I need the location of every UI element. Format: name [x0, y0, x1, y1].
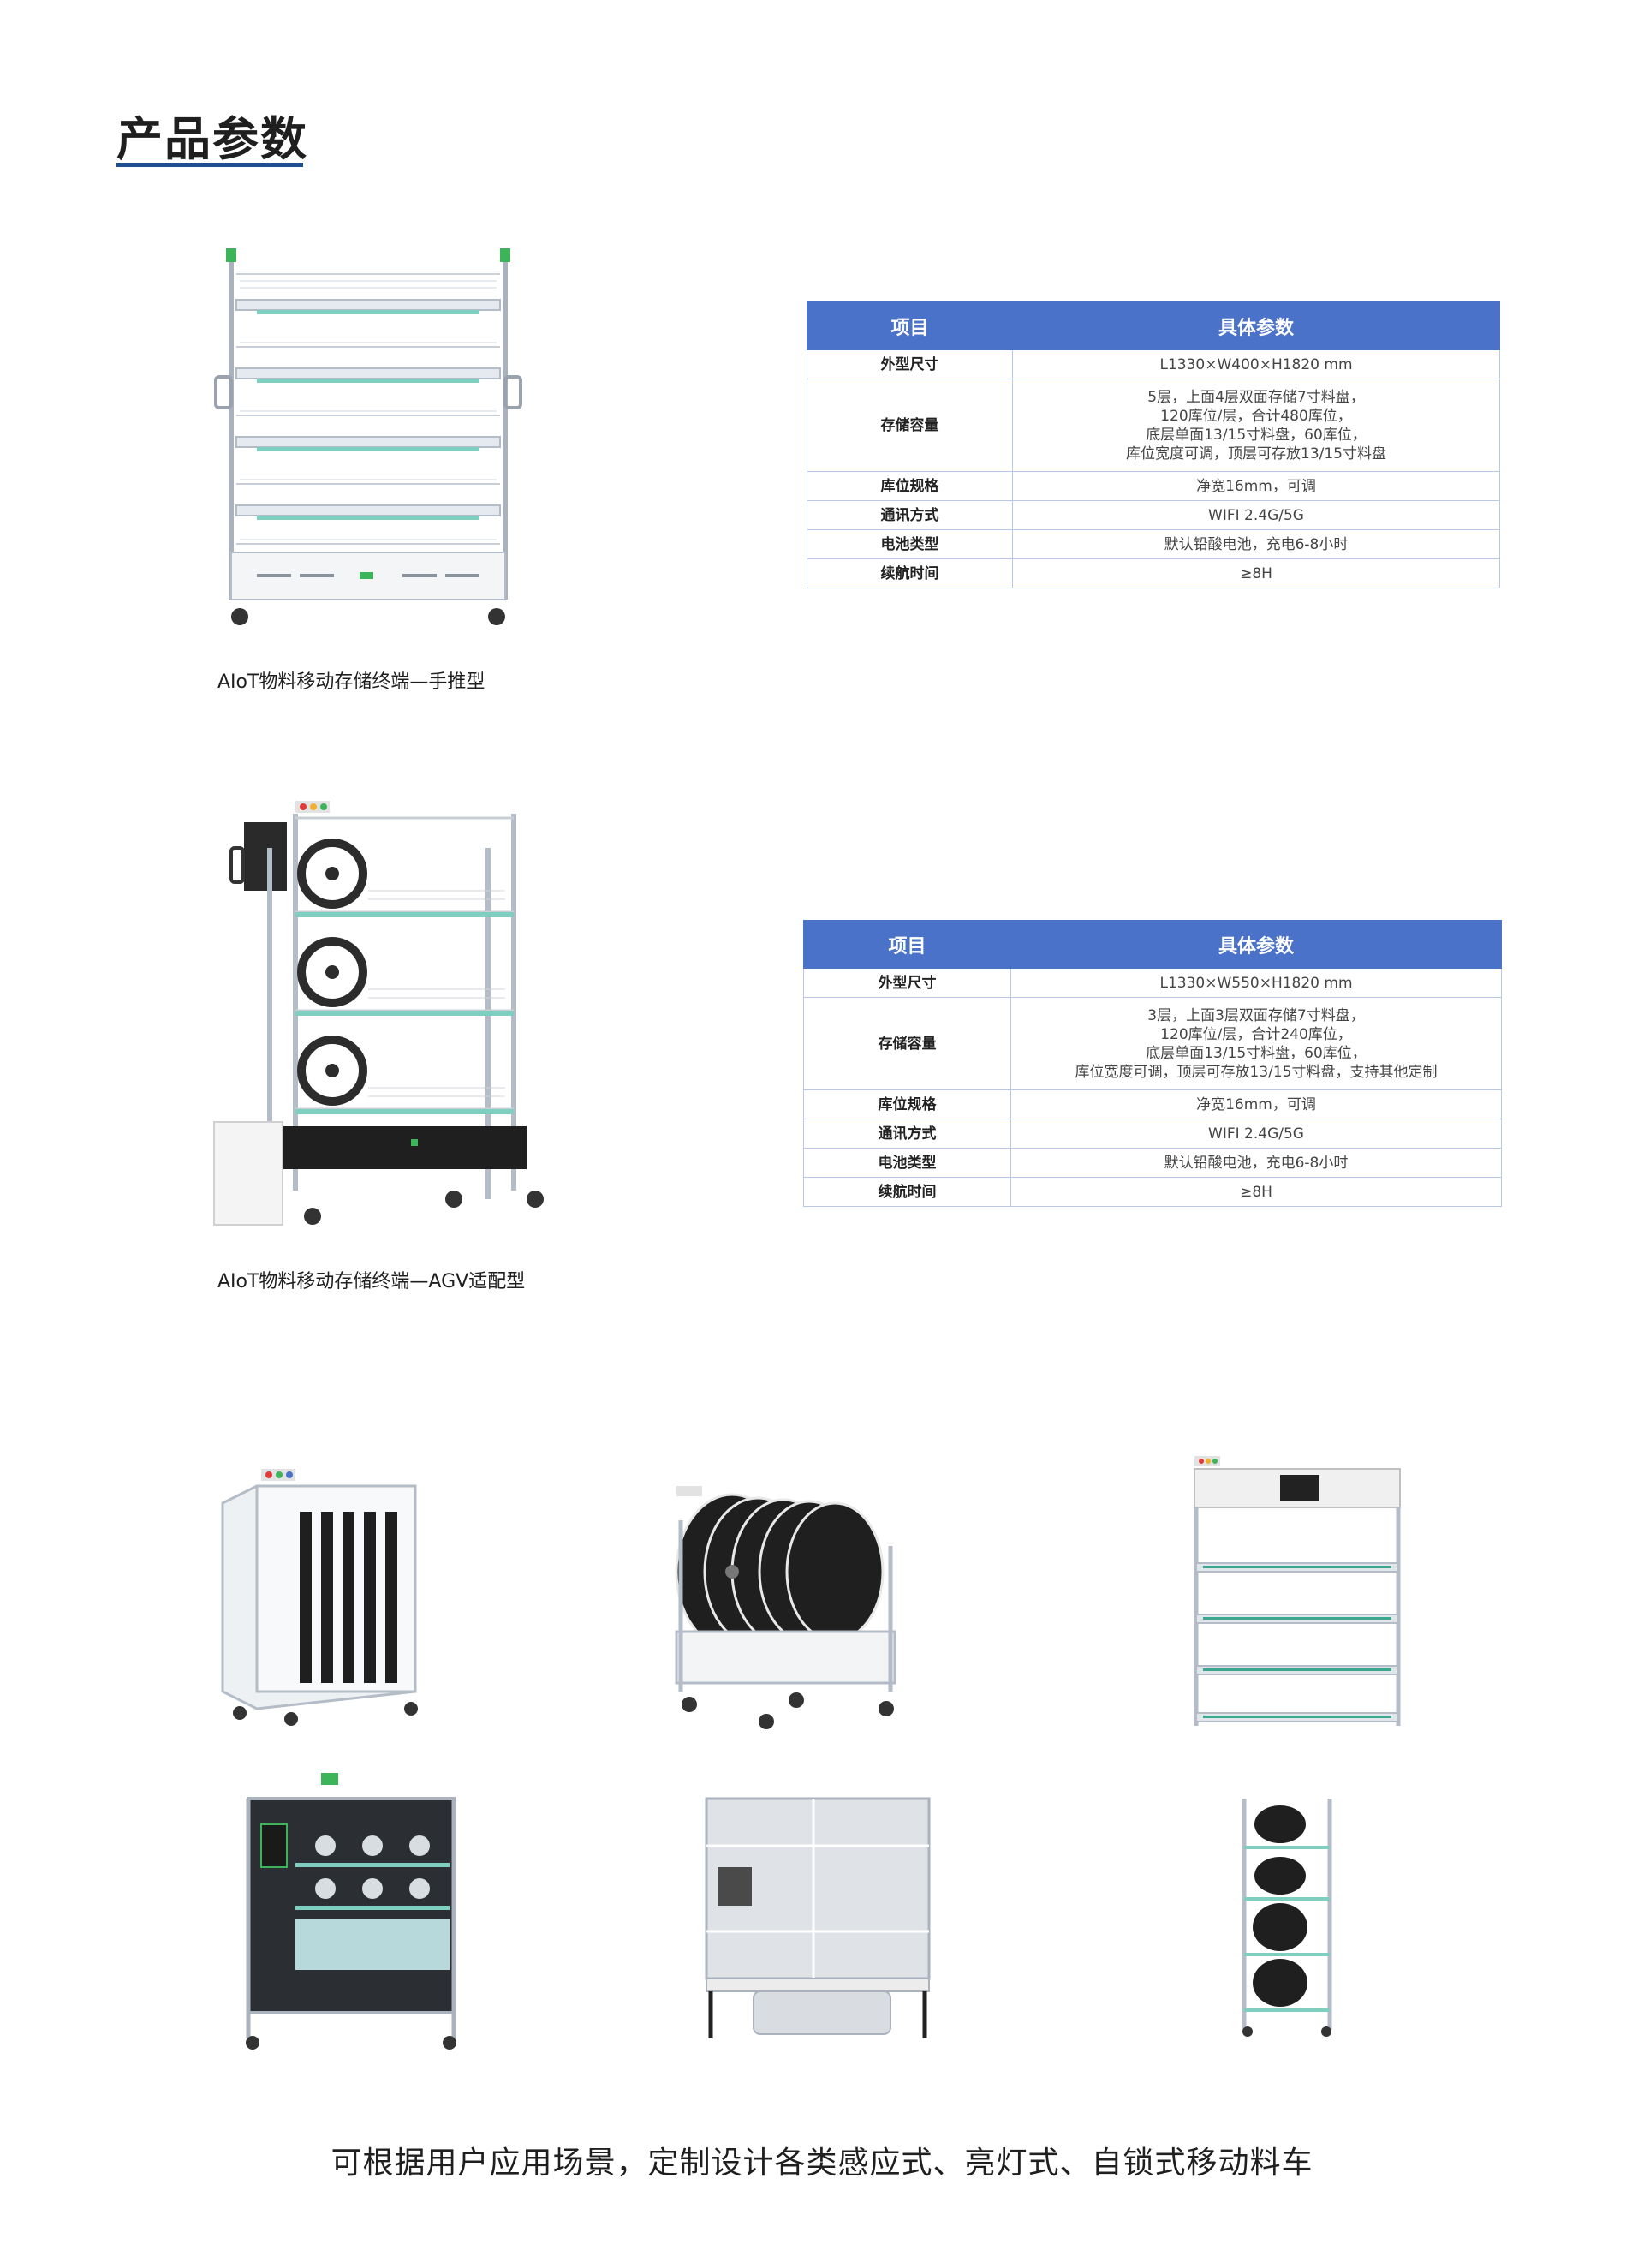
table-header-row: 项目 具体参数: [807, 301, 1500, 350]
vertical-slot-cart-image: [221, 1469, 418, 1726]
spec-key: 外型尺寸: [807, 349, 1013, 379]
spec-key: 通讯方式: [807, 500, 1013, 530]
spec-key: 存储容量: [803, 997, 1011, 1090]
spec-value: WIFI 2.4G/5G: [1012, 500, 1500, 530]
large-reel-cart-image: [675, 1486, 896, 1729]
title-underline: [116, 163, 303, 167]
table-row: 外型尺寸 L1330×W400×H1820 mm: [807, 349, 1500, 379]
agv-cabinet-cart-image: [705, 1797, 931, 2038]
table-row: 电池类型 默认铅酸电池，充电6-8小时: [803, 1148, 1502, 1178]
spec-value: 默认铅酸电池，充电6-8小时: [1010, 1148, 1502, 1178]
spec-value: L1330×W400×H1820 mm: [1012, 349, 1500, 379]
table-row: 续航时间 ≥8H: [803, 1177, 1502, 1207]
spec-key: 电池类型: [807, 529, 1013, 559]
table-header-cell: 具体参数: [1010, 920, 1502, 969]
spec-value: 净宽16mm，可调: [1010, 1089, 1502, 1119]
table-row: 续航时间 ≥8H: [807, 558, 1500, 588]
spec-key: 通讯方式: [803, 1119, 1011, 1149]
spec-key: 外型尺寸: [803, 968, 1011, 998]
table-row: 库位规格 净宽16mm，可调: [803, 1089, 1502, 1119]
spec-table-1: 项目 具体参数 外型尺寸 L1330×W400×H1820 mm 存储容量 5层…: [807, 301, 1500, 588]
table-row: 通讯方式 WIFI 2.4G/5G: [807, 500, 1500, 530]
spec-value: 3层，上面3层双面存储7寸料盘， 120库位/层，合计240库位， 底层单面13…: [1010, 997, 1502, 1090]
spec-value: ≥8H: [1012, 558, 1500, 588]
spec-key: 续航时间: [807, 558, 1013, 588]
spec-key: 库位规格: [803, 1089, 1011, 1119]
agv-cart-image: [213, 801, 544, 1226]
spec-table-2: 项目 具体参数 外型尺寸 L1330×W550×H1820 mm 存储容量 3层…: [803, 920, 1502, 1207]
table-header-cell: 项目: [807, 301, 1013, 350]
table-row: 外型尺寸 L1330×W550×H1820 mm: [803, 968, 1502, 998]
product-caption-2: AIoT物料移动存储终端—AGV适配型: [217, 1271, 526, 1292]
spec-value: 5层，上面4层双面存储7寸料盘， 120库位/层，合计480库位， 底层单面13…: [1012, 379, 1500, 472]
spec-value: WIFI 2.4G/5G: [1010, 1119, 1502, 1149]
spec-value: 净宽16mm，可调: [1012, 471, 1500, 501]
spec-value: L1330×W550×H1820 mm: [1010, 968, 1502, 998]
spec-value: ≥8H: [1010, 1177, 1502, 1207]
table-row: 存储容量 5层，上面4层双面存储7寸料盘， 120库位/层，合计480库位， 底…: [807, 379, 1500, 472]
spec-key: 电池类型: [803, 1148, 1011, 1178]
table-header-cell: 项目: [803, 920, 1011, 969]
footer-text: 可根据用户应用场景，定制设计各类感应式、亮灯式、自锁式移动料车: [331, 2146, 1313, 2181]
narrow-reel-rack-image: [1242, 1799, 1332, 2037]
table-row: 存储容量 3层，上面3层双面存储7寸料盘， 120库位/层，合计240库位， 底…: [803, 997, 1502, 1090]
spec-value: 默认铅酸电池，充电6-8小时: [1012, 529, 1500, 559]
spec-key: 库位规格: [807, 471, 1013, 501]
table-row: 库位规格 净宽16mm，可调: [807, 471, 1500, 501]
enclosed-dark-cart-image: [246, 1773, 456, 2050]
page-title: 产品参数: [116, 112, 308, 166]
table-row: 电池类型 默认铅酸电池，充电6-8小时: [807, 529, 1500, 559]
spec-key: 续航时间: [803, 1177, 1011, 1207]
table-header-row: 项目 具体参数: [803, 920, 1502, 969]
product-caption-1: AIoT物料移动存储终端—手推型: [217, 671, 485, 693]
hand-push-cart-image: [214, 248, 522, 625]
spec-key: 存储容量: [807, 379, 1013, 472]
table-row: 通讯方式 WIFI 2.4G/5G: [803, 1119, 1502, 1149]
led-shelf-cart-image: [1194, 1456, 1401, 1726]
table-header-cell: 具体参数: [1012, 301, 1500, 350]
